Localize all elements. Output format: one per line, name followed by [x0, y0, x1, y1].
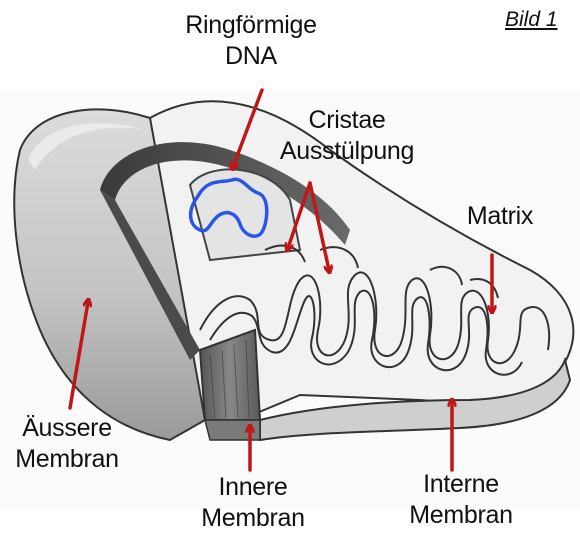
label-line: Innere [198, 472, 308, 503]
label-cristae-ausstuelpung: Cristae Ausstülpung [277, 105, 417, 167]
label-line: DNA [176, 41, 326, 72]
figure-number: Bild 1 [505, 8, 558, 32]
label-matrix: Matrix [455, 201, 545, 232]
label-line: Membran [198, 503, 308, 534]
label-ringfoermige-dna: Ringförmige DNA [176, 10, 326, 72]
label-line: Matrix [455, 201, 545, 232]
label-line: Ringförmige [176, 10, 326, 41]
label-line: Interne [406, 469, 516, 500]
label-interne-membran: Interne Membran [406, 469, 516, 531]
label-line: Äussere [12, 413, 122, 444]
label-line: Membran [12, 444, 122, 475]
label-line: Cristae [277, 105, 417, 136]
label-line: Ausstülpung [277, 136, 417, 167]
label-aeussere-membran: Äussere Membran [12, 413, 122, 475]
label-innere-membran: Innere Membran [198, 472, 308, 534]
label-line: Membran [406, 500, 516, 531]
